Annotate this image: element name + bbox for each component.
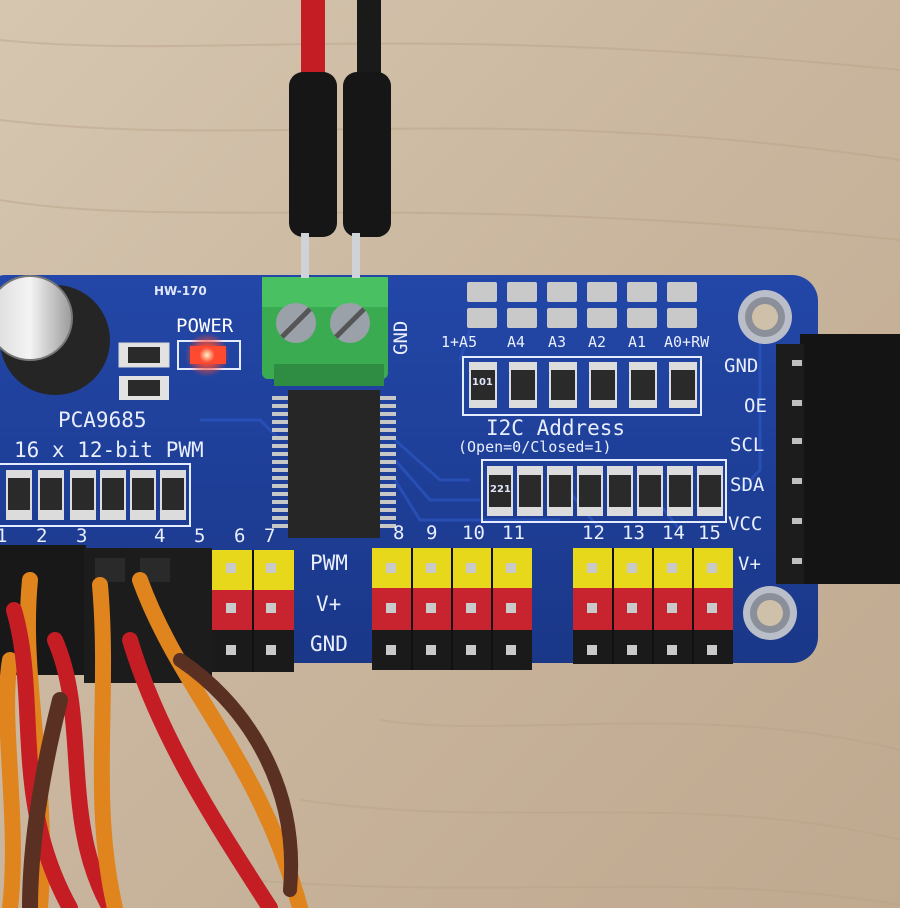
channel-number: 15 — [698, 522, 721, 544]
header-pins-6-7 — [212, 550, 294, 672]
output-resistors-right — [481, 459, 727, 523]
address-solder-pads — [467, 282, 697, 328]
side-pin-label: SDA — [730, 474, 765, 496]
side-pin-label: OE — [744, 395, 767, 417]
channel-number: 12 — [582, 522, 605, 544]
channel-number: 7 — [264, 525, 276, 547]
address-pad-label: A2 — [588, 333, 607, 351]
side-pin-label: VCC — [728, 513, 763, 535]
header-pins-8-11 — [372, 548, 532, 670]
screw-terminal — [262, 277, 388, 386]
wood-grain — [0, 39, 900, 906]
address-resistors — [462, 356, 702, 416]
channel-number: 8 — [393, 522, 405, 544]
row-label-gnd: GND — [310, 632, 348, 656]
address-pad-label: A0+RW — [664, 333, 710, 351]
i2c-address-note: (Open=0/Closed=1) — [458, 438, 612, 456]
i2c-address-title: I2C Address — [486, 416, 626, 440]
channel-number: 4 — [154, 525, 166, 547]
side-pin-label: SCL — [730, 434, 765, 456]
channel-number: 2 — [36, 525, 48, 547]
board-subtitle: 16 x 12-bit PWM — [14, 438, 204, 462]
servo-wires — [0, 572, 308, 908]
terminal-gnd-label: GND — [390, 320, 412, 355]
row-label-vplus: V+ — [316, 592, 342, 616]
power-wires — [289, 0, 391, 278]
channel-number: 9 — [426, 522, 438, 544]
address-pad-label: 1+A5 — [441, 333, 478, 351]
channel-number: 14 — [662, 522, 685, 544]
row-label-pwm: PWM — [310, 551, 348, 575]
channel-number: 5 — [194, 525, 206, 547]
channel-number: 1 — [0, 525, 8, 547]
chip-label: PCA9685 — [58, 408, 147, 432]
channel-number: 6 — [234, 525, 246, 547]
header-pin-tips — [226, 563, 717, 655]
channel-number: 11 — [502, 522, 525, 544]
address-pad-label: A4 — [507, 333, 526, 351]
mount-hole-bottom — [743, 586, 797, 640]
output-resistor-code: 221 — [490, 484, 511, 495]
address-pad-label: A1 — [628, 333, 647, 351]
power-label: POWER — [176, 315, 234, 337]
electrolytic-capacitor — [0, 275, 110, 395]
channel-number: 10 — [462, 522, 485, 544]
header-pins-12-15 — [573, 548, 733, 664]
side-pin-label: GND — [724, 355, 759, 377]
address-resistor-code: 101 — [472, 377, 493, 388]
side-pin-label: V+ — [738, 553, 761, 575]
mount-hole-top — [738, 290, 792, 344]
board-model-label: HW-170 — [154, 284, 207, 298]
side-header-connector — [776, 334, 900, 584]
pca9685-ic — [272, 390, 396, 538]
channel-number: 13 — [622, 522, 645, 544]
channel-number: 3 — [76, 525, 88, 547]
output-resistors-left — [0, 463, 191, 527]
address-pad-label: A3 — [548, 333, 567, 351]
